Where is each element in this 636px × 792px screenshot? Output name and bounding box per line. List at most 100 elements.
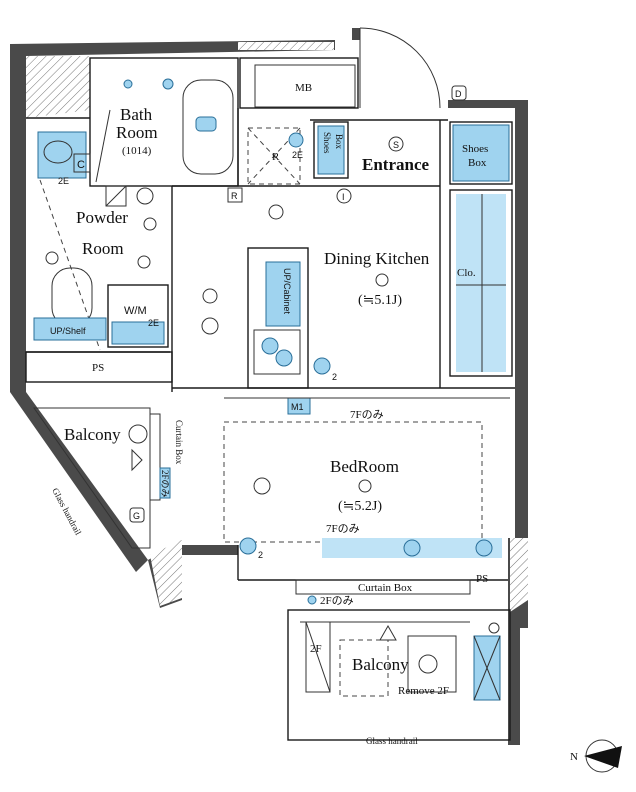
outlet-icon bbox=[239, 537, 257, 555]
drain-icon bbox=[488, 622, 500, 634]
ps-left-label: PS bbox=[92, 362, 104, 374]
two-f-only-vertical-label: 2Fのみ bbox=[160, 470, 170, 498]
outlet-2-label: 2 bbox=[258, 550, 263, 560]
seven-f-only-label: 7Fのみ bbox=[350, 408, 384, 421]
stove bbox=[253, 329, 301, 375]
kitchen-sink bbox=[265, 261, 301, 327]
m1-label: M1 bbox=[291, 402, 304, 412]
hatched-zone bbox=[26, 56, 90, 118]
c-label: C bbox=[77, 159, 85, 171]
dining-kitchen-label: Dining Kitchen bbox=[324, 249, 430, 268]
outlet-2-label: 2 bbox=[332, 372, 337, 382]
light-icon bbox=[253, 477, 271, 495]
dk-size-label: (≒5.1J) bbox=[358, 293, 402, 308]
powder-dash bbox=[39, 179, 101, 351]
outlet-2e-label: 2E bbox=[58, 176, 69, 186]
light-icon bbox=[268, 204, 284, 220]
toilet bbox=[51, 267, 93, 327]
wm-label: W/M bbox=[124, 305, 147, 317]
burner-icon bbox=[275, 349, 293, 367]
light-icon bbox=[136, 187, 154, 205]
light-icon bbox=[201, 317, 219, 335]
burner-icon bbox=[261, 337, 279, 355]
c-symbol bbox=[73, 153, 91, 173]
outlet-icon bbox=[475, 539, 493, 557]
balcony-2-number bbox=[418, 654, 438, 674]
shoes-box-label: Shoes bbox=[462, 143, 488, 155]
balcony-1-outline bbox=[33, 407, 151, 549]
arrow-icon bbox=[379, 624, 397, 641]
entrance-label: Entrance bbox=[362, 155, 430, 174]
up-shelf bbox=[33, 317, 107, 341]
powder-room-label: Room bbox=[82, 239, 124, 258]
hatched-zone bbox=[238, 42, 334, 50]
ceiling-light-icon bbox=[375, 273, 389, 287]
s-label: S bbox=[393, 140, 399, 150]
entry-door-swing bbox=[359, 27, 441, 109]
remove-2f-label: Remove 2F bbox=[398, 685, 449, 697]
closet-fill bbox=[456, 194, 506, 372]
balcony-1-label: Balcony bbox=[64, 425, 121, 444]
g-label: G bbox=[133, 511, 140, 521]
curtain-box-horizontal-label: Curtain Box bbox=[358, 582, 413, 594]
outdoor-unit-line bbox=[473, 635, 501, 701]
north-label: N bbox=[570, 751, 578, 763]
i-label: I bbox=[342, 192, 345, 202]
sink-icon bbox=[43, 140, 73, 164]
outlet-dot bbox=[307, 595, 317, 605]
light-icon bbox=[202, 288, 218, 304]
bath-door-swing bbox=[95, 109, 111, 183]
arrow-icon bbox=[131, 448, 143, 472]
interior-walls bbox=[25, 57, 515, 741]
outlet-icon bbox=[403, 539, 421, 557]
d-symbol bbox=[451, 85, 467, 101]
r-label: R bbox=[272, 151, 280, 163]
outlet-2e-label: 2E bbox=[292, 150, 303, 160]
meter-icon bbox=[105, 185, 127, 207]
ps-right-label: PS bbox=[476, 573, 488, 585]
outlet-icon bbox=[313, 357, 331, 375]
bedroom-label: BedRoom bbox=[330, 457, 399, 476]
balcony-1-number bbox=[128, 424, 148, 444]
shoes-box-small-label: Shoes bbox=[322, 132, 332, 154]
bedroom-size-label: (≒5.2J) bbox=[338, 499, 382, 514]
vanity bbox=[37, 131, 87, 179]
shoes-box bbox=[449, 121, 513, 185]
glass-handrail-left-label: Glass handrail bbox=[50, 486, 83, 537]
up-shelf-label: UP/Shelf bbox=[50, 326, 86, 336]
ceiling-light-icon bbox=[358, 479, 372, 493]
d-label: D bbox=[455, 89, 462, 99]
s-symbol bbox=[388, 136, 404, 152]
curtain-box-horizontal bbox=[295, 579, 471, 595]
light-icon bbox=[137, 255, 151, 269]
seven-f-only-label: 7Fのみ bbox=[326, 522, 360, 535]
i-symbol bbox=[336, 188, 352, 204]
clo-label: Clo. bbox=[457, 267, 476, 279]
light-icon bbox=[143, 217, 157, 231]
g-symbol bbox=[129, 507, 145, 523]
storage-2f-line bbox=[305, 621, 331, 693]
hatched-zone bbox=[150, 540, 182, 606]
mb-box bbox=[254, 64, 356, 108]
r-box-label: R bbox=[231, 191, 238, 201]
closet bbox=[449, 189, 513, 377]
glass-handrail-bottom-label: Glass handrail bbox=[366, 736, 418, 746]
up-cabinet-label: UP/Cabinet bbox=[282, 268, 292, 315]
light-icon bbox=[45, 251, 59, 265]
curtain-box-vertical-label: Curtain Box bbox=[174, 420, 184, 465]
wm-pan bbox=[111, 321, 165, 345]
shoes-box-small bbox=[313, 121, 349, 179]
outlet-icon bbox=[288, 132, 304, 148]
balcony-window bbox=[149, 413, 161, 501]
north-arrow: N bbox=[570, 739, 622, 773]
bath-room-size: (1014) bbox=[122, 145, 152, 157]
hatched-zone bbox=[510, 538, 528, 612]
meter-icon-line bbox=[105, 185, 127, 207]
bath-room-label: Room bbox=[116, 123, 158, 142]
shoes-box-small-fill bbox=[317, 125, 345, 175]
r-box bbox=[227, 187, 243, 203]
washing-machine bbox=[107, 284, 169, 348]
two-f-label: 2F bbox=[310, 643, 322, 655]
balcony-2-label: Balcony bbox=[352, 655, 409, 674]
